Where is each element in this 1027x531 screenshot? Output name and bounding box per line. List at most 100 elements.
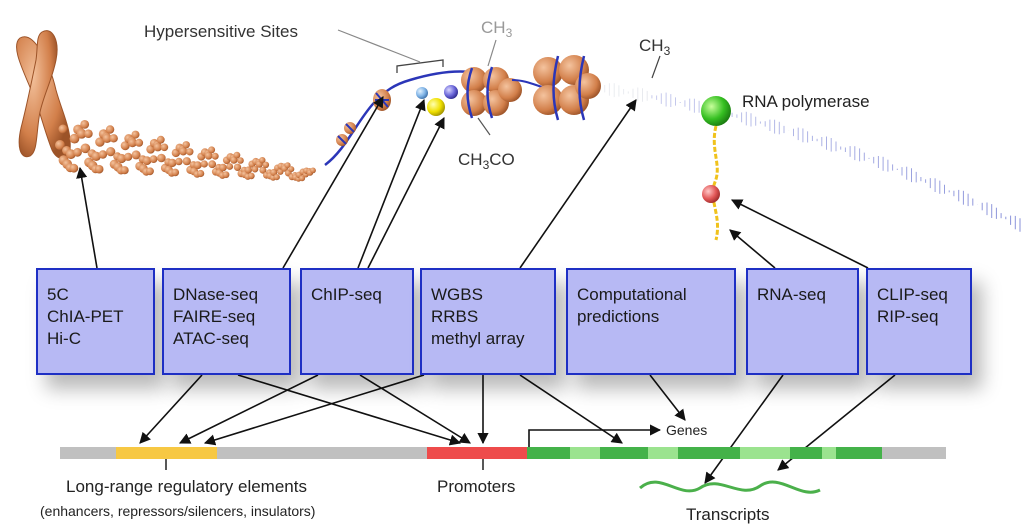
transcript-icon [638, 480, 821, 494]
chromatin-bead [120, 141, 130, 151]
chromatin-bead [142, 156, 152, 166]
rna-polymerase-icon [701, 96, 731, 126]
promoters-label: Promoters [437, 477, 516, 496]
chromatin-bead [69, 133, 80, 144]
chromatin-bead [135, 138, 144, 147]
chromosome-icon [16, 30, 71, 159]
rna-binding-protein-icon [702, 185, 720, 203]
chromatin-bead [168, 158, 177, 168]
chromatin-bead [94, 164, 104, 174]
chromatin-bead [262, 161, 270, 168]
box-chip: ChIP-seq [300, 268, 414, 375]
chromatin-bead [310, 167, 316, 174]
chromatin-bead [55, 140, 65, 150]
long-range-subtitle: (enhancers, repressors/silencers, insula… [40, 503, 316, 519]
chromatin-bead [69, 163, 79, 173]
method-label: methyl array [431, 329, 525, 348]
chromatin-bead [106, 147, 116, 157]
chromatin-bead [219, 163, 227, 172]
hypersensitive-sites-label: Hypersensitive Sites [144, 22, 299, 41]
chromatin-bead [80, 120, 90, 129]
long-range-title: Long-range regulatory elements [66, 477, 307, 496]
chromatin-bead [193, 161, 202, 170]
chromatin-bead [211, 152, 219, 160]
chromatin-bead [171, 168, 180, 177]
chromatin-bead [131, 150, 141, 160]
box-rna: RNA-seq [746, 268, 859, 375]
chromatin-bead [179, 147, 188, 156]
chromatin-bead [160, 143, 169, 152]
method-label: Hi-C [47, 329, 81, 348]
nucleosome-cluster-1 [461, 66, 546, 119]
methyl-label-top: CH3 [481, 18, 513, 40]
chromatin-bead [208, 146, 216, 154]
upward-arrows [76, 96, 869, 269]
genome-track [60, 424, 946, 470]
hypersensitive-bracket [396, 59, 444, 73]
method-label: RIP-seq [877, 307, 939, 326]
genes-label: Genes [666, 422, 708, 438]
chromatin-bead [204, 151, 213, 160]
chromatin-bead [233, 151, 241, 159]
chromatin-bead [80, 143, 91, 154]
chromatin-bead [251, 165, 259, 173]
box-clip: CLIP-seq RIP-seq [866, 268, 972, 375]
chromatin-bead [102, 133, 112, 143]
chromatin-bead [248, 172, 255, 180]
chromatin-bead [284, 162, 291, 169]
chromatin-bead [259, 166, 267, 174]
methyl-top-text: CH [481, 18, 506, 37]
downward-arrows [139, 374, 896, 484]
method-label: WGBS [431, 285, 483, 304]
method-label: RRBS [431, 307, 479, 326]
chromatin-bead [76, 129, 87, 139]
method-label: ChIA-PET [47, 307, 124, 326]
box-methylation: WGBS RRBS methyl array [420, 268, 556, 375]
box-accessibility: DNase-seq FAIRE-seq ATAC-seq [162, 268, 291, 375]
chromatin-bead [237, 157, 244, 164]
method-label: predictions [577, 307, 660, 326]
chromatin-bead [131, 130, 140, 139]
chromatin-bead [226, 163, 234, 170]
chromatin-bead [120, 166, 129, 175]
chromatin-bead [222, 171, 230, 179]
method-label: 5C [47, 285, 69, 304]
chromatin-bead [273, 174, 280, 181]
chromatin-bead [288, 166, 295, 173]
method-label: FAIRE-seq [173, 307, 256, 326]
chromatin-bead [233, 163, 242, 171]
chromatin-bead [149, 155, 158, 164]
chromatin-bead [95, 137, 105, 147]
chromatin-bead [109, 134, 118, 143]
chromatin-bead [105, 125, 115, 134]
chromatin-bead [73, 147, 82, 157]
method-label: RNA-seq [757, 285, 826, 304]
chromatin-bead [84, 129, 93, 138]
box-computational: Computational predictions [566, 268, 736, 375]
rna-polymerase-label: RNA polymerase [742, 92, 870, 111]
method-label: DNase-seq [173, 285, 259, 304]
chromatin-bead [117, 153, 127, 164]
nucleosome-cluster-2 [533, 55, 601, 121]
chromatin-bead [98, 150, 108, 159]
chromatin-bead [156, 135, 165, 144]
method-label: ATAC-seq [173, 329, 249, 348]
chromatin-bead [208, 160, 217, 169]
methyl-label-right: CH3 [639, 36, 671, 58]
chromatin-bead [182, 141, 190, 149]
box-chromatin-conformation: 5C ChIA-PET Hi-C [36, 268, 155, 375]
transcription-factors [416, 85, 458, 116]
chromatin-bead [197, 169, 205, 178]
chromatin-bead [200, 160, 208, 168]
method-label: Computational [577, 285, 687, 304]
chromatin-bead [153, 142, 163, 152]
chromatin-bead [146, 167, 154, 176]
chromatin-bead [186, 148, 194, 156]
chromatin-bead [124, 152, 133, 161]
chromatin-bead [58, 124, 68, 134]
chromatin-bead [128, 138, 137, 148]
chromatin-bead [91, 151, 101, 161]
method-label: CLIP-seq [877, 285, 948, 304]
